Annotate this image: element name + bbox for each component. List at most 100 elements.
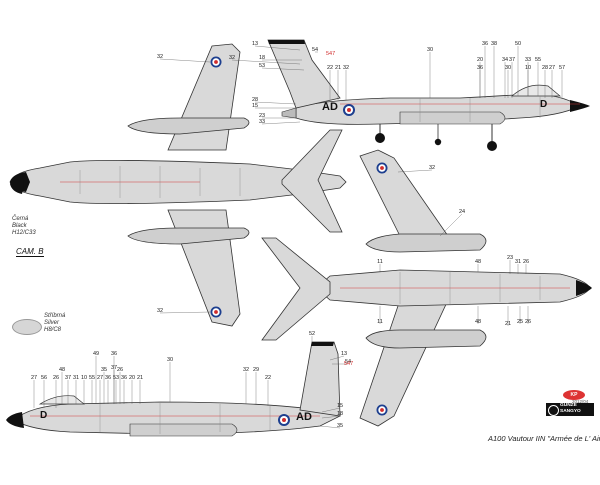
upper-side-tail-cone xyxy=(281,107,297,119)
upper-plan-nacelle-top xyxy=(127,117,250,135)
callout-number: 54 xyxy=(345,359,351,365)
callout-number: 33 xyxy=(525,57,531,63)
callout-leader-line xyxy=(439,213,463,237)
lower-side-nacelle xyxy=(129,423,238,437)
callout-number: 53 xyxy=(113,375,119,381)
legend-black-en: Black xyxy=(12,223,27,229)
lower-plan-nacelle-bottom xyxy=(365,329,487,349)
callout-leader-line xyxy=(321,415,341,419)
callout-number: 28 xyxy=(542,65,548,71)
callout-number: 48 xyxy=(475,259,481,265)
callout-number: 10 xyxy=(525,65,531,71)
legend-black-code: H12/C33 xyxy=(12,230,36,236)
upper-plan-panel-lines xyxy=(79,166,241,198)
callout-number: 26 xyxy=(53,375,59,381)
callout-leader-line xyxy=(254,45,301,51)
upper-side-nose-cone xyxy=(570,100,590,112)
sponsor-mark-icon xyxy=(548,405,559,416)
callout-number: 48 xyxy=(59,367,65,373)
callout-number: 23 xyxy=(259,113,265,119)
lower-serial-mark: 547 xyxy=(344,361,354,367)
roundel xyxy=(376,404,388,416)
upper-plan-nacelle-bottom xyxy=(127,227,250,245)
callout-number: 48 xyxy=(475,319,481,325)
upper-nose-letter: D xyxy=(540,99,548,110)
upper-side-fin-stripe xyxy=(268,40,305,44)
lower-plan-wing-bottom xyxy=(359,299,449,427)
callout-number: 26 xyxy=(525,319,531,325)
callout-number: 36 xyxy=(477,65,483,71)
callout-number: 27 xyxy=(97,375,103,381)
callout-number: 20 xyxy=(129,375,135,381)
callout-number: 57 xyxy=(559,65,565,71)
callout-number: 30 xyxy=(427,47,433,53)
legend-black: Černá Black H12/C33 xyxy=(12,216,36,237)
callout-number: 22 xyxy=(265,375,271,381)
upper-code-letters: AD xyxy=(322,101,338,113)
callout-number: 35 xyxy=(101,367,107,373)
callout-number: 15 xyxy=(252,103,258,109)
lower-side-nose-cone xyxy=(6,412,24,428)
callout-number: 21 xyxy=(505,321,511,327)
callout-number: 31 xyxy=(73,375,79,381)
callout-number: 30 xyxy=(505,65,511,71)
callout-number: 18 xyxy=(337,411,343,417)
roundel xyxy=(210,56,222,68)
legend-black-cz: Černá xyxy=(12,216,29,222)
callout-number: 31 xyxy=(515,259,521,265)
callout-leader-line xyxy=(159,311,211,314)
callout-number: 32 xyxy=(243,367,249,373)
callout-leader-line xyxy=(397,169,433,173)
callout-number: 22 xyxy=(327,65,333,71)
callout-number: 36 xyxy=(482,41,488,47)
plan-view-lower xyxy=(261,149,592,427)
callout-number: 55 xyxy=(535,57,541,63)
legend-black-swatch xyxy=(10,174,24,194)
callout-number: 18 xyxy=(259,55,265,61)
callout-number: 33 xyxy=(259,119,265,125)
callout-number: 26 xyxy=(523,259,529,265)
callout-number: 37 xyxy=(111,365,117,371)
callout-number: 49 xyxy=(93,351,99,357)
upper-side-fuselage xyxy=(295,93,581,125)
sheet-caption: A100 Vautour IIN "Armée de L' Air" xyxy=(488,434,600,443)
upper-side-wheel-rear xyxy=(375,133,385,143)
callout-number: 27 xyxy=(31,375,37,381)
callout-number: 36 xyxy=(111,351,117,357)
callout-leader-line xyxy=(321,407,341,413)
callout-leader-line xyxy=(261,67,305,71)
upper-serial-mark: 547 xyxy=(326,51,336,57)
lower-plan-nacelle-top xyxy=(365,233,487,253)
callout-number: 28 xyxy=(252,97,258,103)
sponsor-line1: GUNZE xyxy=(560,403,577,408)
legend-silver: Stříbrná Silver H8/C8 xyxy=(44,313,65,334)
camouflage-label: CAM. B xyxy=(16,247,44,257)
callout-number: 11 xyxy=(377,259,383,265)
callout-number: 10 xyxy=(81,375,87,381)
callout-leader-line xyxy=(329,355,345,361)
upper-side-wheel-front xyxy=(487,141,497,151)
callout-number: 32 xyxy=(157,54,163,60)
callout-number: 55 xyxy=(89,375,95,381)
upper-plan-tailplane xyxy=(281,129,343,233)
publisher-logo: KP xyxy=(563,390,585,400)
callout-number: 36 xyxy=(105,375,111,381)
callout-number: 38 xyxy=(491,41,497,47)
callout-number: 15 xyxy=(337,403,343,409)
callout-leader-line xyxy=(159,58,211,63)
lower-plan-tailplane xyxy=(261,237,331,341)
upper-side-nacelle xyxy=(399,111,506,125)
lower-code-letters: AD xyxy=(296,411,312,423)
lower-side-fin-stripe xyxy=(311,342,334,346)
lower-nose-letter: D xyxy=(40,410,48,421)
callout-number: 32 xyxy=(157,308,163,314)
callout-leader-line xyxy=(254,101,297,105)
upper-side-canopy xyxy=(511,84,561,97)
callout-number: 54 xyxy=(312,47,318,53)
callout-number: 27 xyxy=(549,65,555,71)
callout-number: 34 xyxy=(502,57,508,63)
callout-leader-line xyxy=(261,121,301,125)
date-stamp: 2012/04 xyxy=(572,399,589,404)
callout-number: 21 xyxy=(335,65,341,71)
